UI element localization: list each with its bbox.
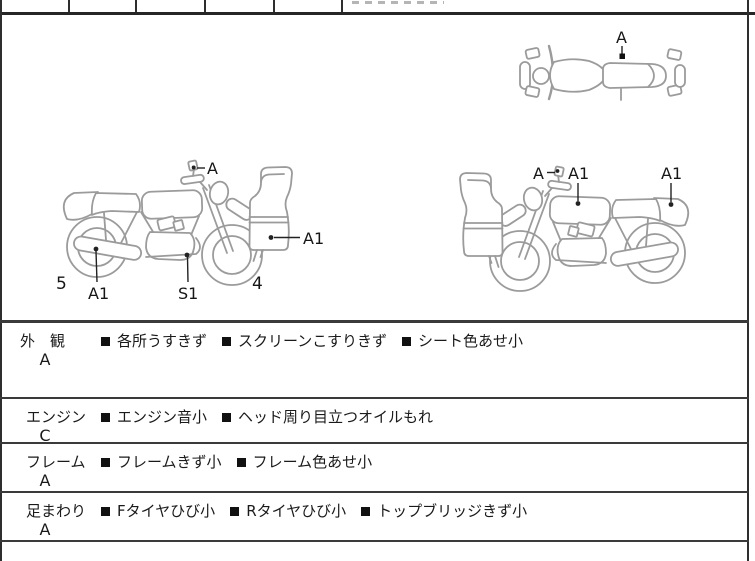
bullet-square-icon (222, 337, 232, 346)
row-divider (0, 320, 749, 323)
header-cell (0, 0, 70, 12)
inspection-item: スクリーンこすりきず (222, 332, 387, 350)
grade-value: A (39, 350, 51, 369)
header-cell (137, 0, 206, 12)
bullet-square-icon (101, 337, 110, 346)
inspection-row-exterior: 外 観 A 各所うすきずスクリーンこすりきずシート色あせ小 (2, 323, 747, 397)
inspection-row-engine: エンジン C エンジン音小ヘッド周り目立つオイルもれ (2, 399, 747, 445)
inspection-comments: 各所うすきずスクリーンこすりきずシート色あせ小 (101, 330, 538, 351)
inspection-item: 各所うすきず (101, 332, 207, 350)
grade-value: A (39, 520, 51, 539)
bullet-square-icon (236, 458, 246, 467)
inspection-item: フレームきず小 (101, 453, 222, 471)
inspection-row-frame: フレーム A フレームきず小フレーム色あせ小 (2, 444, 747, 491)
bullet-square-icon (361, 507, 371, 516)
inspection-comments: エンジン音小ヘッド周り目立つオイルもれ (101, 406, 448, 427)
inspection-item: フレーム色あせ小 (236, 453, 372, 471)
bullet-square-icon (101, 458, 110, 467)
bullet-square-icon (101, 413, 110, 422)
row-divider (0, 442, 749, 444)
clipped-header-row (0, 0, 755, 15)
header-cell (275, 0, 343, 12)
row-divider (0, 540, 749, 542)
row-divider (0, 397, 749, 399)
inspection-item: シート色あせ小 (401, 332, 523, 350)
category-label: 足まわり (26, 502, 87, 520)
bullet-square-icon (101, 507, 110, 516)
bullet-square-icon (401, 337, 411, 346)
category-label: フレーム (26, 453, 86, 471)
bullet-square-icon (230, 507, 240, 516)
grade-value: A (39, 471, 51, 490)
inspection-item: ヘッド周り目立つオイルもれ (222, 408, 433, 426)
inspection-item: トップブリッジきず小 (361, 502, 527, 520)
header-cell (70, 0, 137, 12)
inspection-row-undercarriage: 足まわり A Fタイヤひび小 Rタイヤひび小トップブリッジきず小 (2, 493, 747, 540)
grade-value: C (39, 426, 51, 445)
clipped-text-remnant (352, 1, 444, 4)
inspection-item: Rタイヤひび小 (230, 502, 346, 520)
inspection-comments: フレームきず小フレーム色あせ小 (101, 451, 387, 472)
row-divider (0, 491, 749, 493)
header-cell (206, 0, 275, 12)
bullet-square-icon (222, 413, 232, 422)
inspection-comments: Fタイヤひび小 Rタイヤひび小トップブリッジきず小 (101, 500, 542, 521)
category-label: 外 観 (20, 332, 66, 350)
inspection-item: Fタイヤひび小 (101, 502, 215, 520)
category-label: エンジン (26, 408, 87, 426)
inspection-item: エンジン音小 (101, 408, 207, 426)
